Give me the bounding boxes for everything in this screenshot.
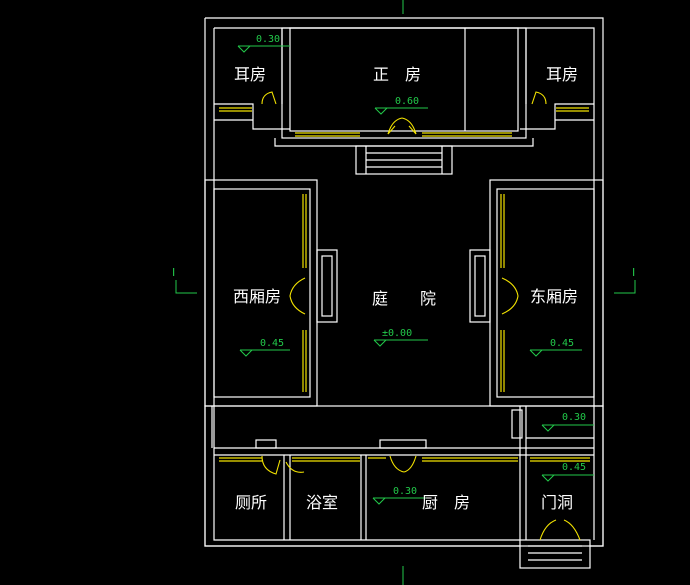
- section-mark-left-label: I: [172, 266, 175, 279]
- section-mark-right-label: I: [632, 266, 635, 279]
- room-label-ear-left: 耳房: [234, 65, 266, 84]
- room-label-kitchen: 厨 房: [422, 493, 470, 512]
- room-label-courtyard: 庭 院: [372, 289, 436, 308]
- level-marker-east: 0.45: [529, 338, 582, 357]
- room-label-bath: 浴室: [306, 493, 338, 512]
- room-label-toilet: 厕所: [235, 493, 267, 512]
- level-courtyard-text: ±0.00: [382, 328, 412, 339]
- room-label-gate: 门洞: [541, 493, 573, 512]
- level-marker-courtyard: ±0.00: [373, 328, 428, 347]
- level-kitchen-text: 0.30: [393, 486, 417, 497]
- room-label-east: 东厢房: [530, 287, 578, 306]
- main-hall-steps: [355, 145, 453, 175]
- level-gate-text: 0.45: [562, 462, 586, 473]
- section-mark-left: I: [172, 266, 197, 294]
- level-marker-main: 0.60: [374, 96, 428, 115]
- north-block-walls: [214, 27, 594, 147]
- room-label-west: 西厢房: [233, 287, 281, 306]
- level-main-text: 0.60: [395, 96, 419, 107]
- level-west-text: 0.45: [260, 338, 284, 349]
- south-block-walls: [204, 405, 604, 547]
- level-ear-left-text: 0.30: [256, 34, 280, 45]
- level-marker-ear-left: 0.30: [237, 34, 290, 53]
- west-wing-walls: [204, 179, 338, 407]
- section-mark-right: I: [614, 266, 636, 294]
- level-se-top-text: 0.30: [562, 412, 586, 423]
- room-label-ear-right: 耳房: [546, 65, 578, 84]
- level-marker-west: 0.45: [239, 338, 290, 357]
- main-hall-openings: [295, 117, 512, 137]
- level-marker-se-top: 0.30: [541, 412, 594, 432]
- ear-room-doors: [219, 91, 589, 112]
- level-marker-kitchen: 0.30: [372, 486, 428, 505]
- room-label-main: 正 房: [373, 65, 421, 84]
- gate-steps: [519, 519, 591, 569]
- level-east-text: 0.45: [550, 338, 574, 349]
- level-marker-gate: 0.45: [541, 462, 594, 482]
